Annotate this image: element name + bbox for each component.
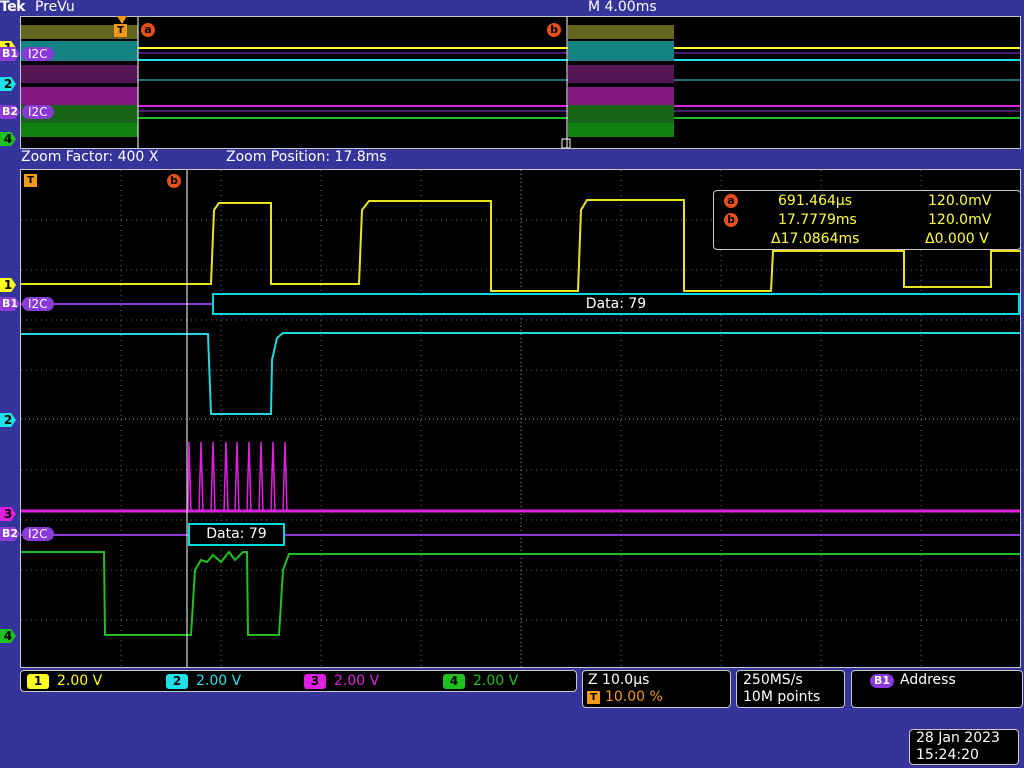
ch1-marker[interactable]: 1 — [0, 278, 16, 292]
trigger-marker-zoom[interactable]: T — [24, 174, 37, 187]
zoom-factor-label: Zoom Factor: 400 X — [21, 149, 159, 165]
ch2-icon: 2 — [166, 674, 188, 689]
b1-decode-packet[interactable]: Data: 79 — [212, 293, 1020, 315]
ch4-icon: 4 — [443, 674, 465, 689]
trigger-panel[interactable]: B1 Address — [851, 670, 1023, 708]
overview-waveforms — [21, 17, 1020, 148]
ch2-scale-item[interactable]: 2 2.00 V — [166, 673, 241, 689]
record-length: 10M points — [743, 689, 821, 705]
trigger-type: Address — [900, 672, 956, 688]
zoom-position-label: Zoom Position: 17.8ms — [226, 149, 387, 165]
cursor-delta-volt: Δ0.000 V — [925, 231, 989, 247]
ch1-icon: 1 — [27, 674, 49, 689]
b2-bus-label-overview: I2C — [22, 105, 54, 119]
cursor-a-marker-overview[interactable]: a — [141, 23, 155, 37]
cursor-b-time: 17.7779ms — [778, 212, 857, 228]
zoom-waveforms — [21, 170, 1020, 667]
ch2-marker-overview[interactable]: 2 — [0, 77, 16, 91]
cursor-b-marker-zoom[interactable]: b — [167, 174, 181, 188]
cursor-a-volt: 120.0mV — [928, 193, 992, 209]
datetime-box: 28 Jan 2023 15:24:20 — [909, 729, 1019, 765]
brand-logo: Tek — [0, 0, 26, 15]
b1-bus-label-overview: I2C — [22, 47, 54, 61]
zoom-scale: Z 10.0µs — [588, 672, 650, 688]
horizontal-panel[interactable]: Z 10.0µs T 10.00 % — [582, 670, 731, 708]
ch3-scale: 2.00 V — [334, 673, 380, 689]
acquisition-panel[interactable]: 250MS/s 10M points — [736, 670, 845, 708]
ch1-scale: 2.00 V — [57, 673, 103, 689]
ch3-marker[interactable]: 3 — [0, 507, 16, 521]
b2-marker-overview[interactable]: B2 — [0, 105, 20, 119]
cursor-b-marker-overview[interactable]: b — [547, 23, 561, 37]
b2-bus-label: I2C — [22, 527, 54, 541]
ch3-scale-item[interactable]: 3 2.00 V — [304, 673, 379, 689]
trigger-arrow-icon — [117, 16, 127, 24]
acquisition-mode-label: PreVu — [35, 0, 75, 15]
b2-decode-packet[interactable]: Data: 79 — [188, 523, 285, 546]
trigger-position-icon: T — [587, 691, 600, 704]
timebase-label[interactable]: M 4.00ms — [588, 0, 657, 15]
date-label: 28 Jan 2023 — [916, 730, 1000, 746]
record-overview[interactable] — [20, 16, 1021, 149]
ch3-icon: 3 — [304, 674, 326, 689]
b1-bus-label: I2C — [22, 297, 54, 311]
cursor-a-time: 691.464µs — [778, 193, 853, 209]
ch4-marker-overview[interactable]: 4 — [0, 132, 16, 146]
cursor-readout-panel: a 691.464µs 120.0mV b 17.7779ms 120.0mV … — [713, 190, 1021, 250]
cursor-a-icon: a — [724, 194, 738, 208]
ch2-marker[interactable]: 2 — [0, 413, 16, 427]
ch4-marker[interactable]: 4 — [0, 629, 16, 643]
time-label: 15:24:20 — [916, 747, 979, 763]
channel-scale-bar: 1 2.00 V 2 2.00 V 3 2.00 V 4 2.00 V — [20, 670, 577, 692]
ch4-scale: 2.00 V — [473, 673, 519, 689]
trigger-marker-overview[interactable]: T — [114, 24, 127, 37]
cursor-b-icon: b — [724, 213, 738, 227]
b2-marker[interactable]: B2 — [0, 527, 20, 541]
cursor-delta-time: Δ17.0864ms — [771, 231, 860, 247]
trigger-source-badge: B1 — [870, 674, 894, 688]
ch1-scale-item[interactable]: 1 2.00 V — [27, 673, 102, 689]
b1-marker-overview[interactable]: B1 — [0, 47, 20, 61]
b1-marker[interactable]: B1 — [0, 297, 20, 311]
trigger-position: 10.00 % — [605, 689, 663, 705]
cursor-b-volt: 120.0mV — [928, 212, 992, 228]
zoom-waveform-display[interactable] — [20, 169, 1021, 668]
ch4-scale-item[interactable]: 4 2.00 V — [443, 673, 518, 689]
sample-rate: 250MS/s — [743, 672, 803, 688]
ch2-scale: 2.00 V — [196, 673, 242, 689]
